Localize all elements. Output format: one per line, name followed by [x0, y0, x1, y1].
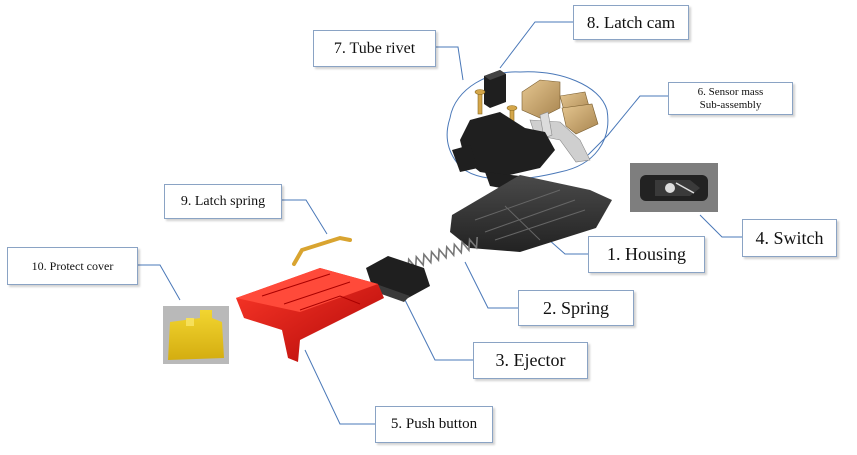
label-push-button: 5. Push button [375, 406, 493, 443]
label-sensor-mass-line1: 6. Sensor mass [697, 85, 764, 98]
latch-spring-part [292, 235, 352, 266]
latch-cam-part [484, 70, 506, 108]
leader-tube-rivet [436, 46, 464, 81]
push-button-part [236, 268, 384, 362]
sensor-mass-outline [446, 71, 609, 180]
tube-rivet-part [474, 89, 518, 131]
sensor-mass-part [521, 79, 599, 163]
leader-protect-cover [138, 264, 181, 301]
housing-part [450, 175, 612, 252]
label-sensor-mass-line2: Sub-assembly [699, 98, 762, 111]
label-housing: 1. Housing [588, 236, 705, 273]
leader-latch-cam [499, 21, 576, 69]
leader-push-button [304, 349, 375, 425]
label-latch-spring: 9. Latch spring [164, 184, 282, 219]
label-tube-rivet: 7. Tube rivet [313, 30, 436, 67]
leader-spring [464, 261, 518, 309]
label-latch-cam: 8. Latch cam [573, 5, 689, 40]
leader-lines [138, 21, 742, 425]
label-switch: 4. Switch [742, 219, 837, 257]
leader-sensor-mass [587, 95, 668, 156]
spring-part [407, 236, 478, 271]
protect-cover-photo [163, 306, 229, 364]
label-protect-cover: 10. Protect cover [7, 247, 138, 285]
leader-latch-spring [282, 199, 328, 235]
leader-switch [699, 214, 742, 238]
switch-photo [630, 163, 718, 212]
label-ejector: 3. Ejector [473, 342, 588, 379]
ejector-part [366, 256, 430, 302]
label-spring: 2. Spring [518, 290, 634, 326]
label-sensor-mass: 6. Sensor mass Sub-assembly [668, 82, 793, 115]
leader-ejector [404, 299, 473, 361]
